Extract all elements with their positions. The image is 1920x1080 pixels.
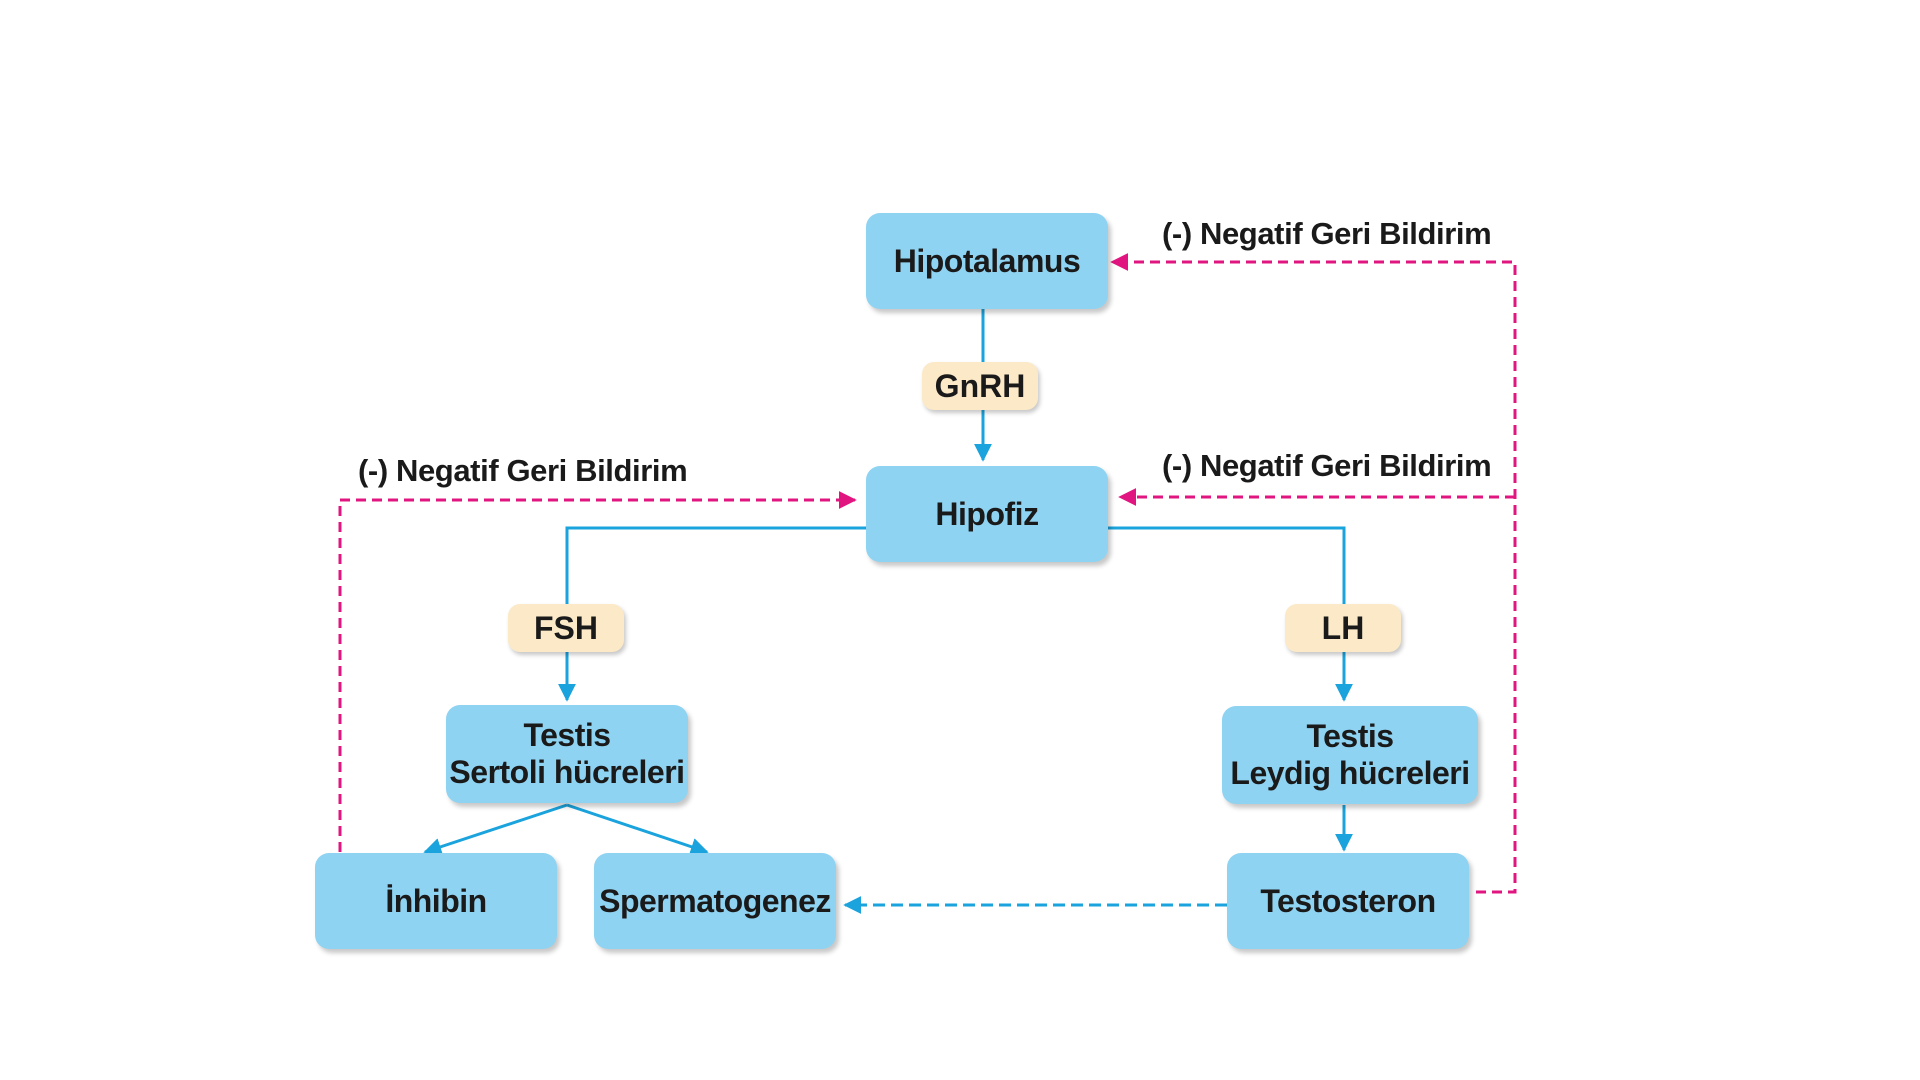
leydig-line1: Testis xyxy=(1306,718,1394,754)
feedback-testosteron-to-hipotalamus xyxy=(1110,253,1517,894)
lh-badge: LH xyxy=(1285,604,1401,652)
arrow-sertoli-to-inhibin xyxy=(423,803,568,856)
lh-label: LH xyxy=(1321,609,1365,646)
spermatogenez-label: Spermatogenez xyxy=(599,882,831,919)
feedback-inhibin-to-hipofiz xyxy=(338,491,857,852)
inhibin-box: İnhibin xyxy=(315,853,557,949)
testosteron-box: Testosteron xyxy=(1227,853,1469,949)
line-hipofiz-to-lh xyxy=(1107,526,1346,605)
fsh-badge: FSH xyxy=(508,604,624,652)
feedback-label-middle-right: (-) Negatif Geri Bildirim xyxy=(1162,448,1492,483)
leydig-line2: Leydig hücreleri xyxy=(1230,755,1470,791)
hipofiz-label: Hipofiz xyxy=(935,495,1039,532)
feedback-label-top-right: (-) Negatif Geri Bildirim xyxy=(1162,216,1492,251)
feedback-label-left: (-) Negatif Geri Bildirim xyxy=(358,453,688,488)
spermatogenez-box: Spermatogenez xyxy=(594,853,836,949)
gnrh-badge: GnRH xyxy=(922,362,1038,410)
leydig-box: Testis Leydig hücreleri xyxy=(1222,706,1478,804)
arrow-sertoli-to-spermatogenez xyxy=(566,803,709,856)
testosteron-label: Testosteron xyxy=(1260,882,1436,919)
hipotalamus-box: Hipotalamus xyxy=(866,213,1108,309)
hipotalamus-label: Hipotalamus xyxy=(893,242,1081,279)
sertoli-box: Testis Sertoli hücreleri xyxy=(446,705,688,803)
gnrh-label: GnRH xyxy=(934,367,1026,404)
hipofiz-box: Hipofiz xyxy=(866,466,1108,562)
sertoli-line1: Testis xyxy=(523,717,611,753)
fsh-label: FSH xyxy=(534,609,598,646)
line-hipofiz-to-fsh xyxy=(565,526,866,605)
sertoli-line2: Sertoli hücreleri xyxy=(449,754,685,790)
inhibin-label: İnhibin xyxy=(385,882,487,919)
